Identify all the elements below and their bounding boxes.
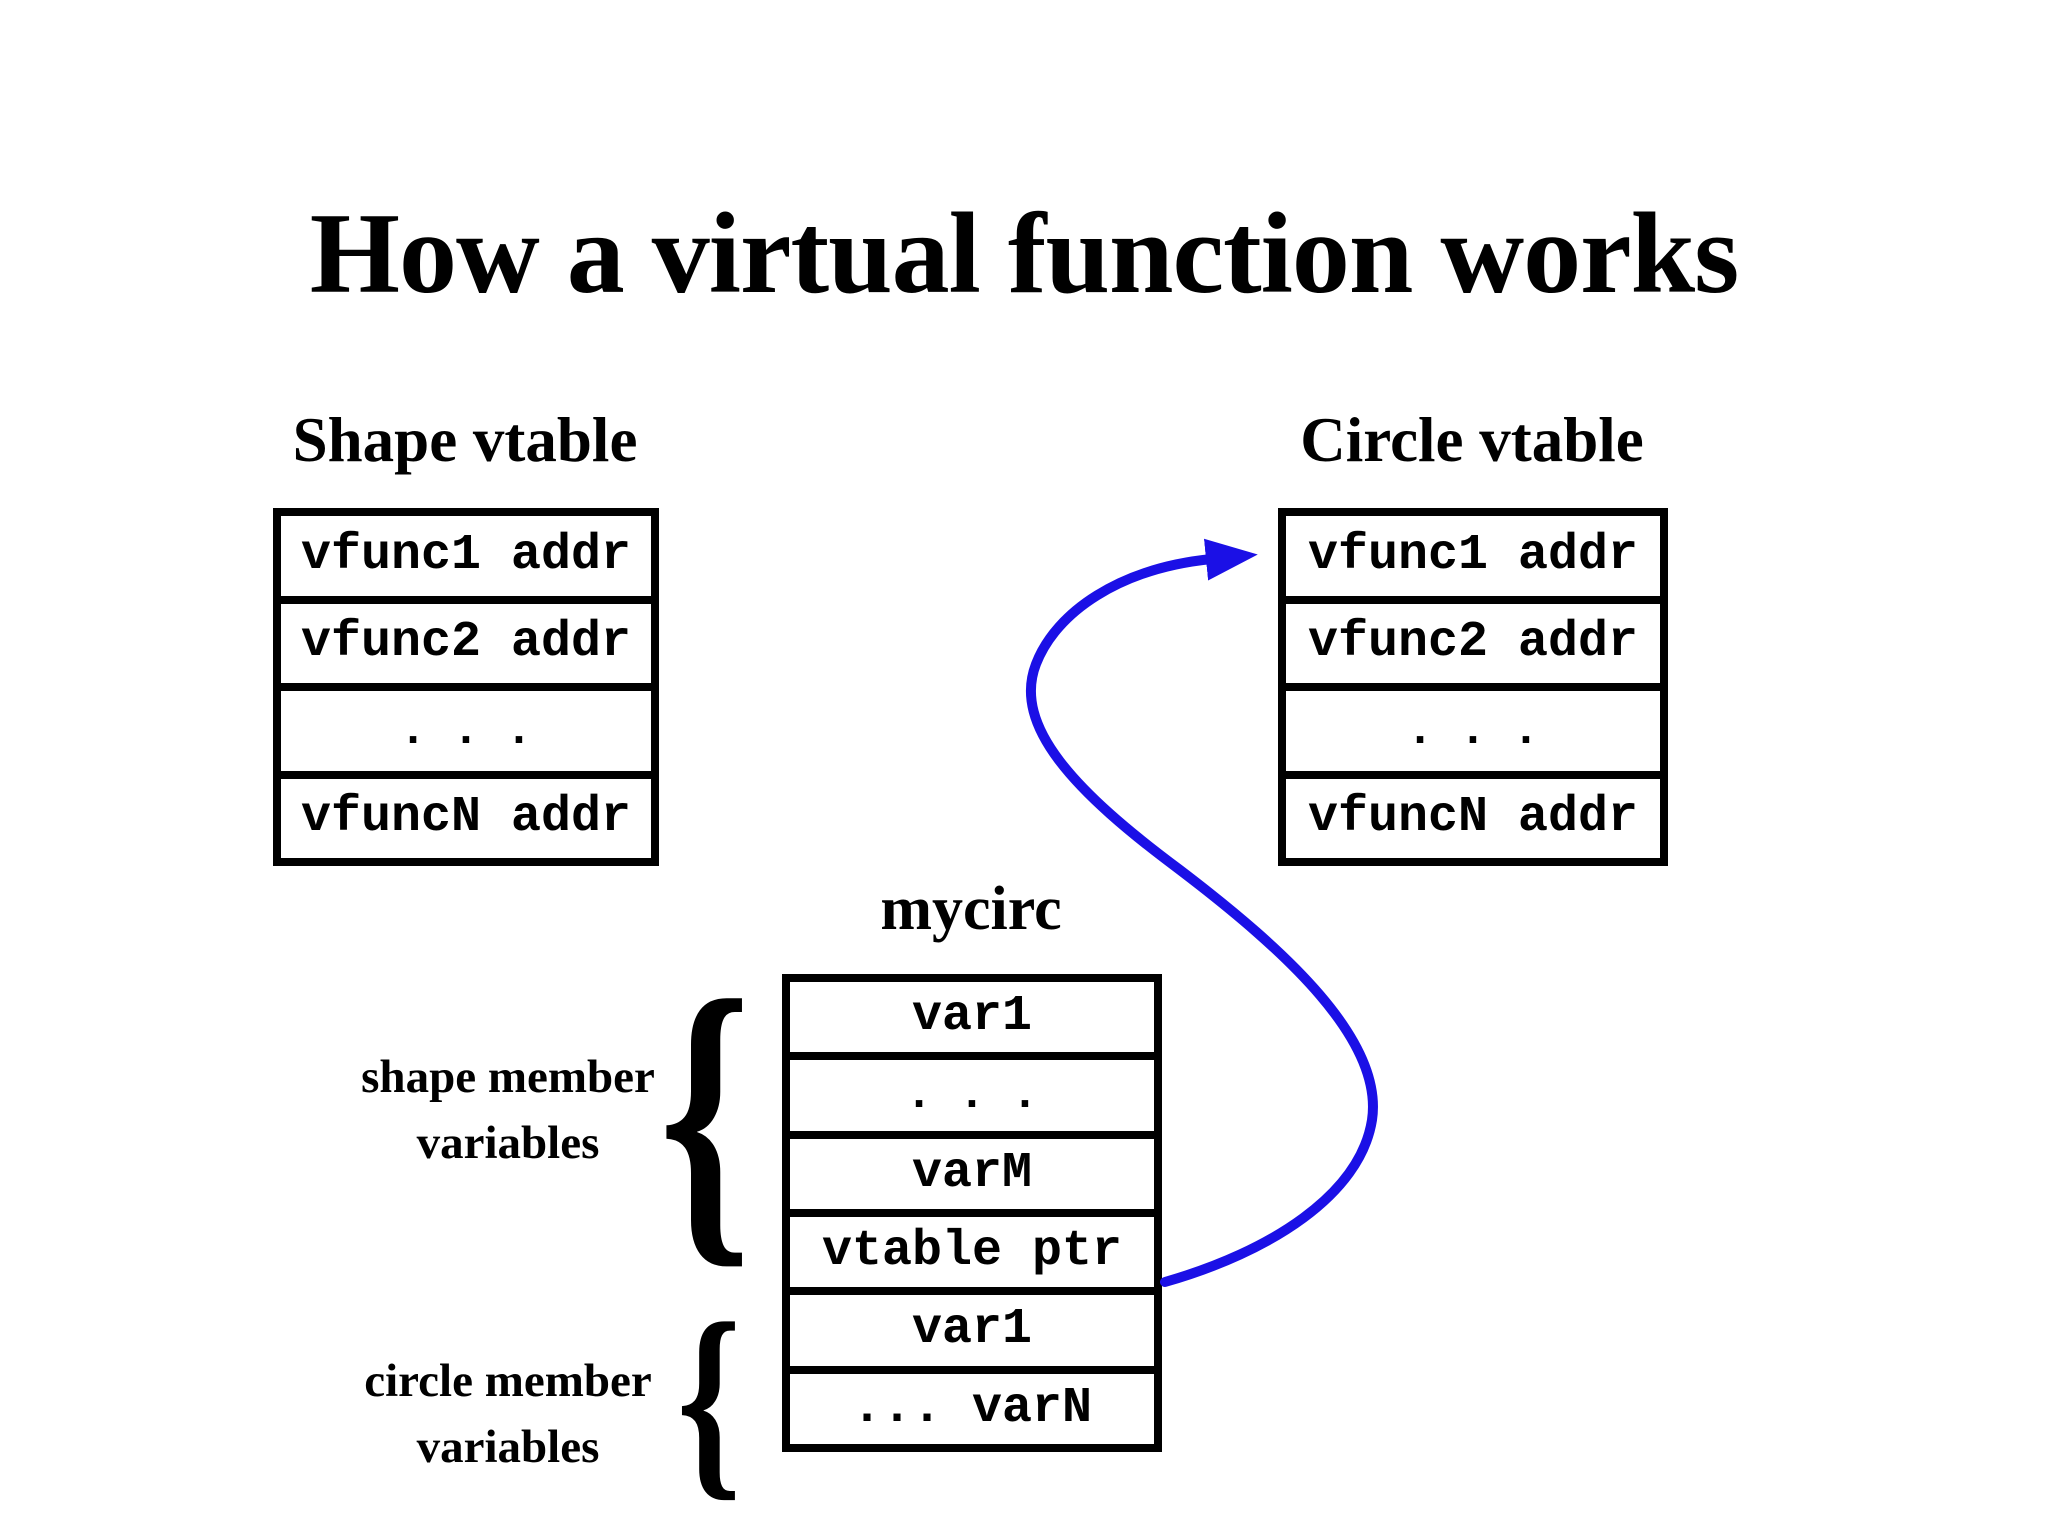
circle-members-label: circle member variables [258,1348,758,1480]
vtable-row: vfunc2 addr [281,595,651,684]
object-row: ... varN [790,1365,1154,1444]
vtable-row: ... [1286,683,1660,771]
label-line: variables [416,1117,600,1169]
vtable-row: vfuncN addr [1286,770,1660,859]
label-line: shape member [361,1051,655,1103]
vtable-row: vfuncN addr [281,770,651,859]
vtable-row: vfunc2 addr [1286,595,1660,684]
object-row-vtable-ptr: vtable ptr [790,1208,1154,1287]
object-row: var1 [911,988,1033,1046]
mycirc-table: var1 ... varM vtable ptr var1 ... varN [782,974,1162,1452]
vtable-row: ... [281,683,651,771]
label-line: variables [416,1421,600,1473]
object-row: var1 [790,1287,1154,1365]
object-row: ... [790,1052,1154,1130]
shape-vtable-title: Shape vtable [292,405,638,475]
shape-vtable-table: vfunc1 addr vfunc2 addr ... vfuncN addr [273,508,659,866]
circle-vtable-title: Circle vtable [1300,405,1644,475]
shape-members-label: shape member variables [258,1044,758,1176]
object-row: varM [790,1130,1154,1209]
vtable-row: vfunc1 addr [300,526,632,584]
label-line: circle member [364,1355,652,1407]
mycirc-title: mycirc [880,875,1062,943]
page-title: How a virtual function works [309,190,1740,318]
vtable-row: vfunc1 addr [1307,526,1639,584]
circle-vtable-table: vfunc1 addr vfunc2 addr ... vfuncN addr [1278,508,1668,866]
